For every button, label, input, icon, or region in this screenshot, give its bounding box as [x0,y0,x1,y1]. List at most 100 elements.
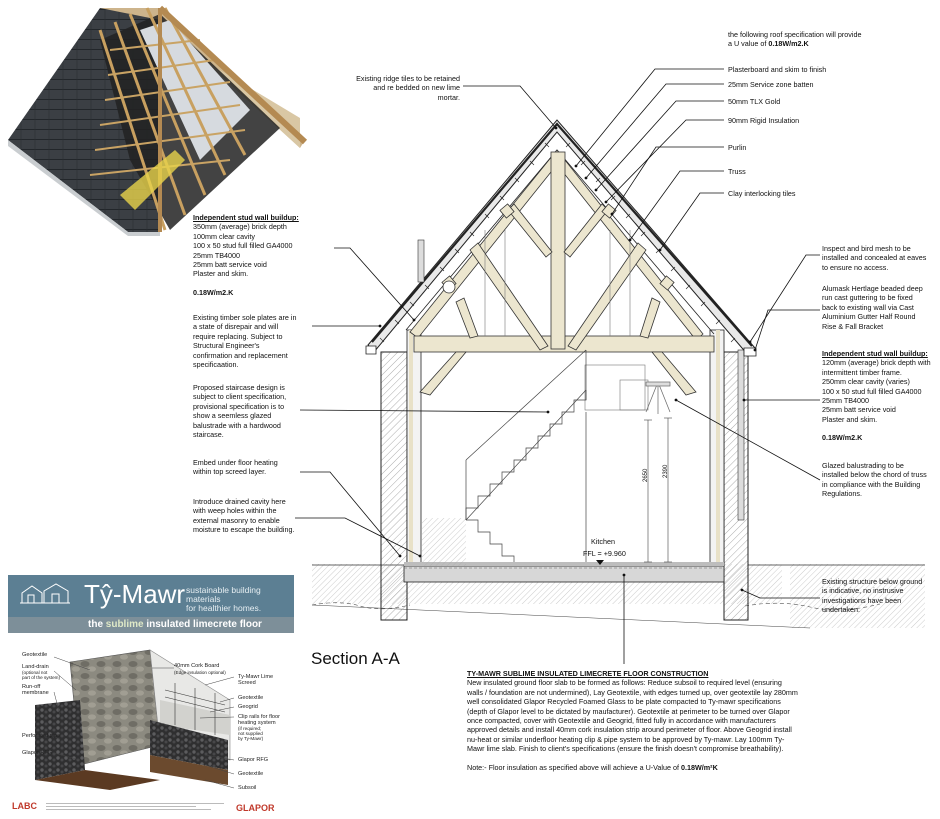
floor-spec-line: (depth of Glapor level to be dictated by… [467,706,790,716]
roof-spec-intro: the following roof specification will pr… [728,30,933,49]
roof-spec-intro-text: the following roof specification will pr… [728,30,862,39]
eaves-line: to ensure no access. [822,262,889,272]
right-wall-line: 120mm (average) brick depth with [822,358,931,368]
roof-spec-uvalue: a U value of 0.18W/m2.K [728,39,933,48]
prod-label-land-drain: Land-drain [22,664,49,670]
underfloor-heating-note: Embed under floor heating within top scr… [193,458,303,477]
tymawr-tagline: sustainable building materials for healt… [186,586,294,613]
roof-layer-plasterboard: Plasterboard and skim to finish [728,65,827,74]
left-wall-buildup: Independent stud wall buildup: 350mm (av… [193,213,333,297]
left-wall-uvalue: 0.18W/m2.K [193,287,234,297]
sole-plates-line: Structural Engineer's [193,341,260,351]
ridge-note-line: Existing ridge tiles to be retained [356,74,460,83]
underfloor-line: Embed under floor heating [193,458,278,467]
building-icon [20,583,70,604]
prod-label-perforated-pipe: Perforated pipe [22,733,61,739]
ffl-label: FFL = +9.960 [583,549,626,558]
floor-spec-line: well consolidated Glapor Recycled Foamed… [467,697,781,707]
floor-spec-note-prefix: Note:- Floor insulation as specified abo… [467,762,682,772]
right-wall-line: 100 x 50 stud full filled GA4000 [822,386,922,396]
balustrade-line: installed below the chord of truss [822,470,927,480]
room-label: Kitchen [588,537,618,546]
roof-layer-batten: 25mm Service zone batten [728,80,814,89]
below-ground-line: undertaken. [822,605,860,615]
prod-label-screed: Screed [238,680,256,686]
prod-label-membrane: membrane [22,690,49,696]
staircase-line: show a seemless glazed [193,411,272,421]
gutter-line: Alumask Hertlage beaded deep [822,284,923,293]
floor-spec-line: once compacted, cover with Geotextile an… [467,716,776,726]
below-ground-line: is indicative, no instrusive [822,586,904,596]
prod-label-geotextile-right: Geotextile [238,695,264,701]
roof-isometric-illustration [8,5,308,236]
prod-label-land-drain-note: part of the system) [22,675,61,680]
sole-plates-line: require replacing. Subject to [193,331,283,341]
left-wall-heading: Independent stud wall buildup: [193,213,299,222]
labc-logo: LABC [12,801,37,811]
floor-spec-note-value: 0.18W/m²K [681,762,718,772]
right-wall-line: intermittent timber frame. [822,367,902,377]
limecrete-subtitle: the sublime insulated limecrete floor [88,619,262,630]
left-wall-line: 25mm TB4000 [193,250,241,260]
cavity-line: Introduce drained cavity here [193,497,286,506]
gutter-line: run cast guttering to be fixed [822,293,913,303]
right-wall-line: 25mm TB4000 [822,396,870,406]
tymawr-banner: Tŷ-Mawr sustainable building materials f… [8,575,294,617]
dimension-2650: 2650 [643,468,649,482]
balustrade-line: Regulations. [822,489,862,499]
gutter-line: Aluminium Gutter Half Round [822,312,916,322]
underfloor-line: within top screed layer. [193,467,267,477]
prod-label-cork-note: (Edge insulation optional) [174,670,226,675]
staircase-line: subject to client specification, [193,392,287,402]
ridge-note-line: and re bedded on new lime [373,83,460,93]
prod-label-geotextile: Geotextile [22,652,48,658]
guttering-note: Alumask Hertlage beaded deep run cast gu… [822,284,937,331]
gutter-line: Rise & Fall Bracket [822,321,884,331]
prod-label-if-required: (if required; [238,726,262,731]
sole-plates-line: a state of disrepair and will [193,322,279,332]
roof-spec-uvalue-prefix: a U value of [728,39,769,49]
eaves-line: Inspect and bird mesh to be [822,244,911,253]
prod-label-geotextile-low: Geotextile [238,771,264,777]
floor-spec-note: Note:- Floor insulation as specified abo… [467,763,797,772]
roof-layer-tlx-gold: 50mm TLX Gold [728,97,781,106]
prod-label-glapor-left: Glapor RFG [22,750,53,756]
balustrade-line: in compliance with the Building [822,479,921,489]
prod-label-cork-board: 40mm Cork Board [174,663,220,669]
staircase-line: provisional specification is to [193,401,285,411]
sole-plates-note: Existing timber sole plates are in a sta… [193,313,313,369]
leader-lines [295,68,821,664]
ridge-note: Existing ridge tiles to be retained and … [352,74,460,102]
room-name: Kitchen [591,537,615,546]
prod-label-by-tymawr: by Ty-Mawr) [238,736,264,741]
right-wall-line: 250mm clear cavity (varies) [822,377,910,387]
below-ground-line: investigations have been [822,595,902,605]
prod-label-not-supplied: not supplied [238,731,263,736]
floor-spec-line: New insulated ground floor slab to be fo… [467,678,782,688]
roof-layer-purlin: Purlin [728,143,747,152]
below-ground-line: Existing structure below ground [822,577,923,586]
cavity-line: external masonry to enable [193,515,280,525]
right-wall-line: Plaster and skim. [822,414,878,424]
floor-spec-line: walls / foundation are not undermined), … [467,687,798,697]
subtitle-pre: the [88,619,106,630]
sole-plates-line: confirmation and replacement [193,350,288,360]
right-wall-heading: Independent stud wall buildup: [822,349,928,358]
section-title: Section A-A [311,649,400,668]
right-wall-uvalue: 0.18W/m2.K [822,433,863,443]
prod-label-run-off: Run-off [22,684,41,690]
drained-cavity-note: Introduce drained cavity here with weep … [193,497,303,535]
staircase-line: balustrade with a hardwood [193,420,281,430]
ridge-note-line: mortar. [437,92,460,102]
right-wall-line: 25mm batt service void [822,405,896,415]
limecrete-cutaway-illustration [8,633,294,810]
floor-construction-spec: TY-MAWR SUBLIME INSULATED LIMECRETE FLOO… [467,669,798,772]
glapor-logo: GLAPOR [236,803,275,813]
prod-label-land-drain-note: (optional not [22,670,48,675]
sole-plates-line: Existing timber sole plates are in [193,313,297,322]
prod-label-subsoil: Subsoil [238,785,257,791]
left-wall-line: Plaster and skim. [193,269,249,279]
glazed-balustrade-note: Glazed balustrading to be installed belo… [822,461,937,499]
floor-spec-line: approved details and install 40mm cork i… [467,725,792,735]
